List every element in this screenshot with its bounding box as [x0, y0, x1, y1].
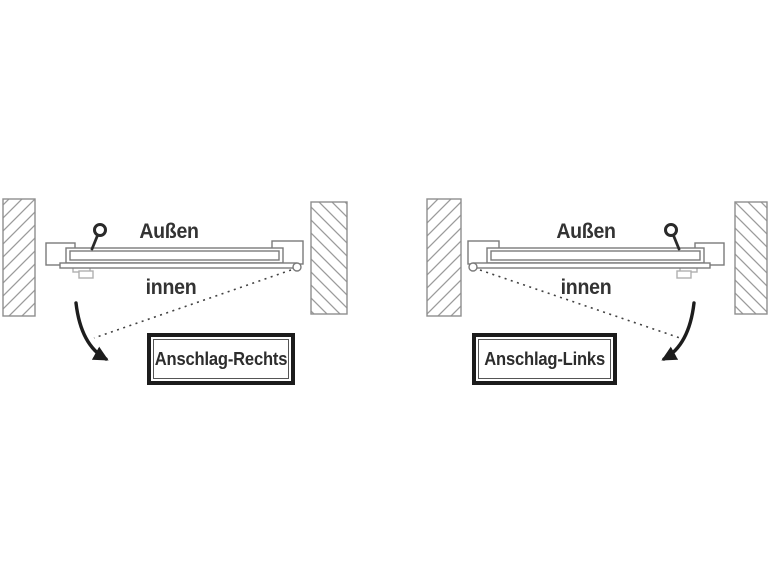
caption-text: Anschlag-Rechts	[154, 348, 288, 369]
swing-direction-arrow-icon	[74, 301, 109, 361]
door-leaf-inner-panel	[69, 250, 280, 261]
door-knob-icon	[90, 223, 107, 251]
inside-label: innen	[560, 276, 612, 299]
door-leaf-inner-panel	[490, 250, 701, 261]
wall-hatch-right	[310, 201, 348, 315]
hinge-pivot-icon	[468, 262, 478, 272]
outside-label: Außen	[556, 220, 616, 243]
hinge-pivot-icon	[292, 262, 302, 272]
door-knob-icon	[664, 223, 681, 251]
diagram-anschlag-rechts	[2, 198, 348, 361]
threshold-strip	[473, 262, 711, 269]
caption-box-anschlag-links: Anschlag-Links	[472, 333, 617, 385]
wall-hatch-left	[426, 198, 462, 317]
inside-label: innen	[145, 276, 197, 299]
door-closer-bracket	[676, 270, 692, 279]
caption-box-anschlag-rechts: Anschlag-Rechts	[147, 333, 295, 385]
wall-hatch-left	[2, 198, 36, 317]
threshold-strip	[59, 262, 297, 269]
caption-text: Anschlag-Links	[484, 348, 605, 369]
door-closer-bracket	[78, 270, 94, 279]
swing-direction-arrow-icon	[661, 301, 696, 361]
diagram-anschlag-links	[426, 198, 768, 361]
wall-hatch-right	[734, 201, 768, 315]
swing-path-dotted-line	[93, 269, 292, 339]
outside-label: Außen	[139, 220, 199, 243]
swing-path-dotted-line	[479, 269, 681, 339]
